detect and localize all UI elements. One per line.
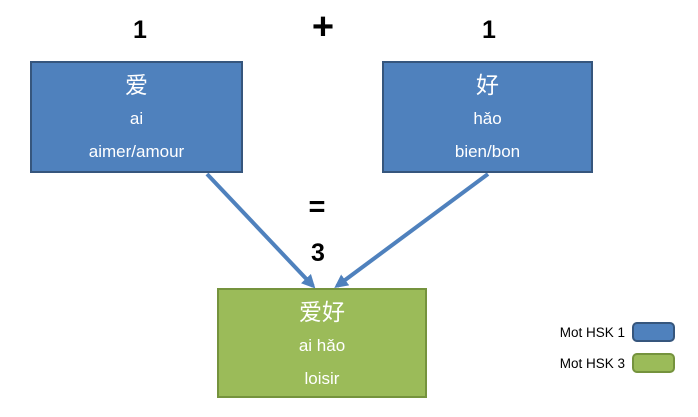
pinyin-text: ai [129, 109, 144, 128]
french-gloss-text: aimer/amour [88, 142, 185, 161]
arrow-right-to-result [334, 172, 490, 289]
legend-swatch-hsk1 [632, 322, 675, 342]
word-box-aihao: 爱好 ai hǎo loisir [217, 288, 427, 398]
french-gloss-text: loisir [304, 369, 340, 388]
plus-operator: + [311, 6, 335, 48]
hsk-level-label-right: 1 [482, 16, 496, 44]
hsk-level-label-result: 3 [311, 239, 325, 267]
legend-swatch-hsk3 [632, 353, 675, 373]
french-gloss-text: bien/bon [454, 142, 521, 161]
hanzi-text: 爱好 [299, 299, 345, 325]
hanzi-text: 好 [476, 72, 499, 98]
legend-label: Mot HSK 3 [559, 355, 625, 371]
word-box-ai: 爱 ai aimer/amour [30, 61, 243, 173]
word-box-hao: 好 hǎo bien/bon [382, 61, 593, 173]
hsk-level-label-left: 1 [133, 16, 147, 44]
legend-item-hsk1: Mot HSK 1 [517, 320, 675, 344]
pinyin-text: ai hǎo [298, 336, 346, 355]
hanzi-text: 爱 [125, 72, 148, 98]
equals-operator: = [308, 191, 326, 223]
legend-label: Mot HSK 1 [559, 324, 625, 340]
pinyin-text: hǎo [473, 109, 502, 128]
legend-item-hsk3: Mot HSK 3 [517, 351, 675, 375]
